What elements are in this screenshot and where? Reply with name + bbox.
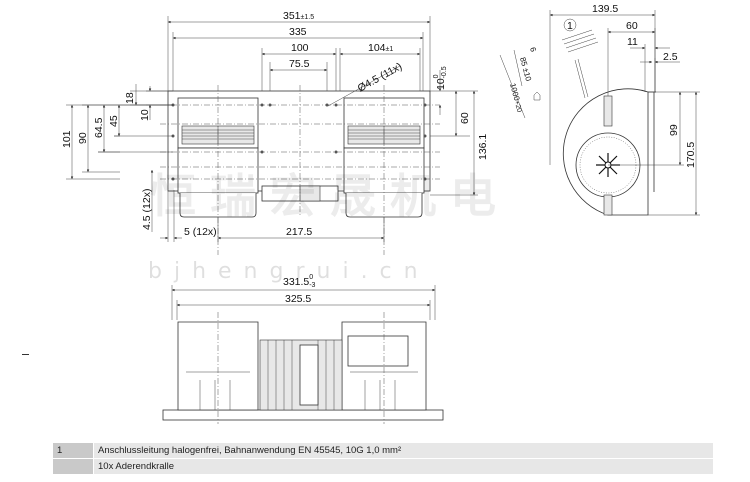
airflow-arrow-icon <box>533 91 541 101</box>
legend-row: 1 Anschlussleitung halogenfrei, Bahnanwe… <box>53 443 713 458</box>
side-view: 1 139.5 60 11 2.5 99 170.5 6 85 ±10 1000… <box>499 3 700 216</box>
legend-table: 1 Anschlussleitung halogenfrei, Bahnanwe… <box>53 443 713 475</box>
left-blower-side <box>177 321 259 411</box>
dim-100: 100 <box>291 42 309 54</box>
dim-136-1: 136.1 <box>477 134 489 160</box>
dim-hole: Ø4.5 (11x) <box>356 60 405 94</box>
dim-10: 10 <box>139 109 151 121</box>
cable <box>574 58 589 99</box>
dim-11: 11 <box>627 36 638 48</box>
dim-170-5: 170.5 <box>685 142 697 168</box>
dim-60-right: 60 <box>459 112 471 124</box>
dim-217-5: 217.5 <box>286 226 312 238</box>
legend-row: 10x Aderendkralle <box>53 459 713 474</box>
dim-10-right: 100-0.5 <box>433 66 448 90</box>
dim-331-5: 331.50-3 <box>283 274 316 289</box>
top-mount <box>603 95 613 127</box>
dim-2-5: 2.5 <box>663 51 678 63</box>
dim-45: 45 <box>108 115 120 127</box>
dim-18: 18 <box>124 92 136 104</box>
dim-60-side: 60 <box>626 20 638 32</box>
bottom-mount <box>603 194 613 216</box>
bottom-view: 331.50-3 325.5 <box>162 274 444 424</box>
legend-text: Anschlussleitung halogenfrei, Bahnanwend… <box>94 443 713 458</box>
dim-99: 99 <box>668 124 680 136</box>
dim-351: 351±1.5 <box>283 10 314 22</box>
watermark-url: bjhengrui.cn <box>148 259 430 284</box>
base-plate <box>162 409 444 421</box>
dim-6: 6 <box>528 46 538 53</box>
dim-1000: 1000+20 <box>508 82 524 113</box>
callout-circle <box>563 18 577 32</box>
dim-325-5: 325.5 <box>285 293 311 305</box>
dim-slot-5: 5 (12x) <box>184 226 217 238</box>
cable-wires <box>561 29 599 53</box>
dim-335: 335 <box>289 26 307 38</box>
legend-text: 10x Aderendkralle <box>94 459 713 474</box>
dim-64-5: 64.5 <box>93 117 105 138</box>
dim-104: 104±1 <box>368 42 393 54</box>
margin-mark <box>22 354 29 355</box>
dim-101: 101 <box>61 130 73 148</box>
watermark-chinese: 恒瑞宏晟机电 <box>150 169 510 223</box>
callout-number: 1 <box>567 20 573 32</box>
dim-90: 90 <box>77 132 89 144</box>
dim-139-5: 139.5 <box>592 3 618 15</box>
dim-slot-4-5: 4.5 (12x) <box>141 189 153 230</box>
legend-num: 1 <box>53 443 93 458</box>
legend-num <box>53 459 93 474</box>
dim-75-5: 75.5 <box>289 58 310 70</box>
